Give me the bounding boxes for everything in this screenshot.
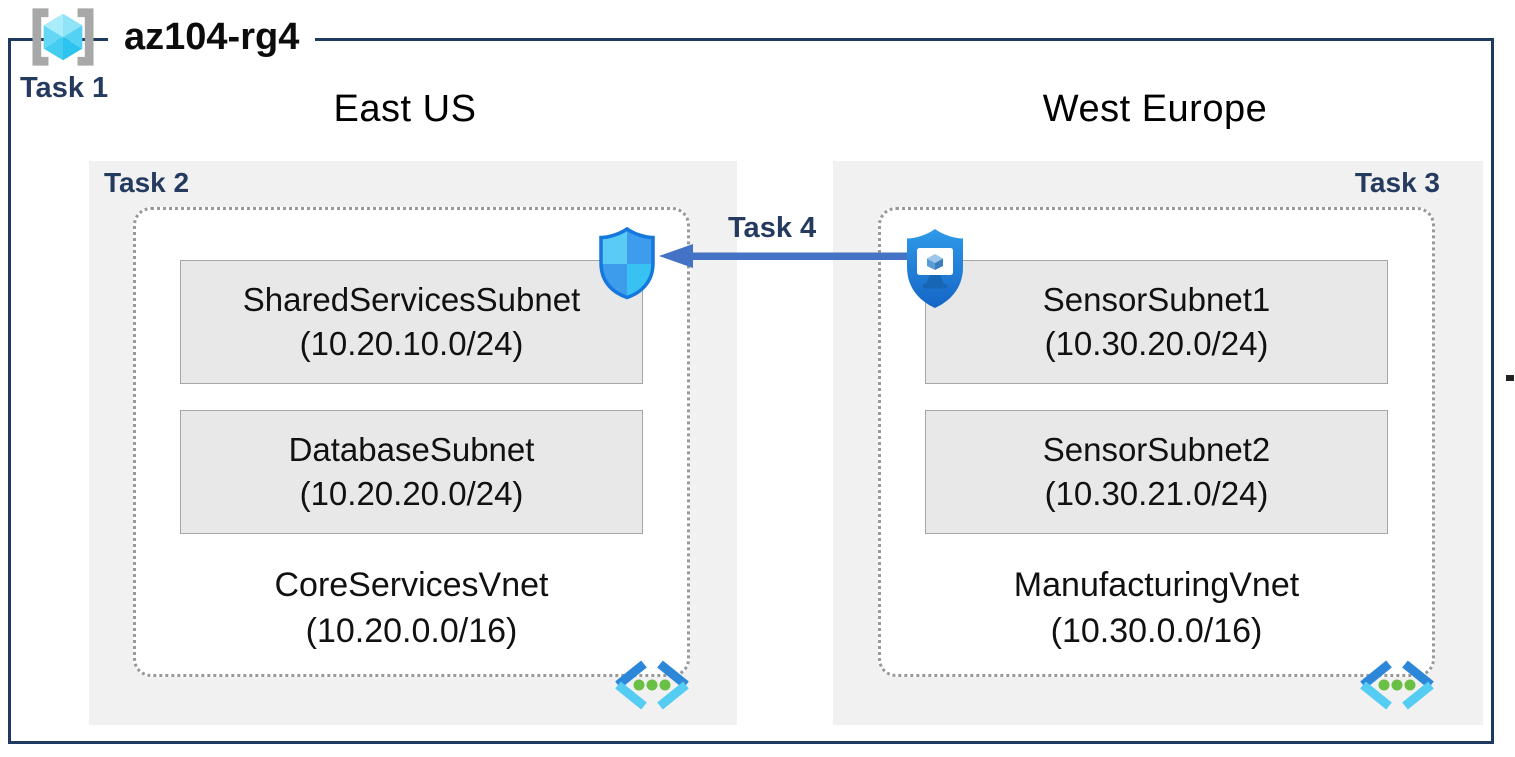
subnet-name: SensorSubnet1: [1042, 281, 1271, 318]
task3-label: Task 3: [1354, 167, 1440, 198]
virtual-network-icon: [1360, 660, 1434, 710]
subnet-cidr: (10.30.20.0/24): [1044, 325, 1269, 362]
task4-label: Task 4: [728, 212, 817, 244]
vnet-name: ManufacturingVnet: [1013, 566, 1300, 604]
vnet-label-coreservices: CoreServicesVnet (10.20.0.0/16): [136, 562, 687, 654]
resource-group-icon: [32, 8, 94, 66]
vnet-cidr: (10.20.0.0/16): [305, 612, 518, 650]
vnet-cidr: (10.30.0.0/16): [1050, 612, 1263, 650]
subnet-cidr: (10.30.21.0/24): [1044, 475, 1269, 512]
region-label-east-us: East US: [333, 88, 477, 130]
vnet-box-manufacturing: SensorSubnet1 (10.30.20.0/24) SensorSubn…: [878, 207, 1435, 710]
network-security-group-icon: [599, 226, 655, 300]
subnet-box-sensor1: SensorSubnet1 (10.30.20.0/24): [925, 260, 1388, 384]
subnet-box-database: DatabaseSubnet (10.20.20.0/24): [180, 410, 643, 534]
edge-dash-mark: [1506, 375, 1514, 381]
subnet-name: SharedServicesSubnet: [242, 281, 581, 318]
subnet-box-sensor2: SensorSubnet2 (10.30.21.0/24): [925, 410, 1388, 534]
peering-arrow: [659, 244, 963, 268]
vnet-box-coreservices: SharedServicesSubnet (10.20.10.0/24) Dat…: [133, 207, 690, 710]
resource-group-title: az104-rg4: [108, 12, 316, 62]
subnet-cidr: (10.20.20.0/24): [299, 475, 524, 512]
task2-label: Task 2: [104, 167, 190, 198]
region-label-west-europe: West Europe: [1042, 88, 1268, 130]
bastion-icon: [907, 229, 963, 308]
vnet-label-manufacturing: ManufacturingVnet (10.30.0.0/16): [881, 562, 1432, 654]
subnet-box-sharedservices: SharedServicesSubnet (10.20.10.0/24): [180, 260, 643, 384]
resource-group-boundary: [8, 38, 1494, 744]
vnet-name: CoreServicesVnet: [274, 566, 549, 604]
virtual-network-icon: [615, 660, 689, 710]
subnet-name: DatabaseSubnet: [288, 431, 535, 468]
subnet-name: SensorSubnet2: [1042, 431, 1271, 468]
task1-label: Task 1: [20, 72, 109, 104]
subnet-cidr: (10.20.10.0/24): [299, 325, 524, 362]
